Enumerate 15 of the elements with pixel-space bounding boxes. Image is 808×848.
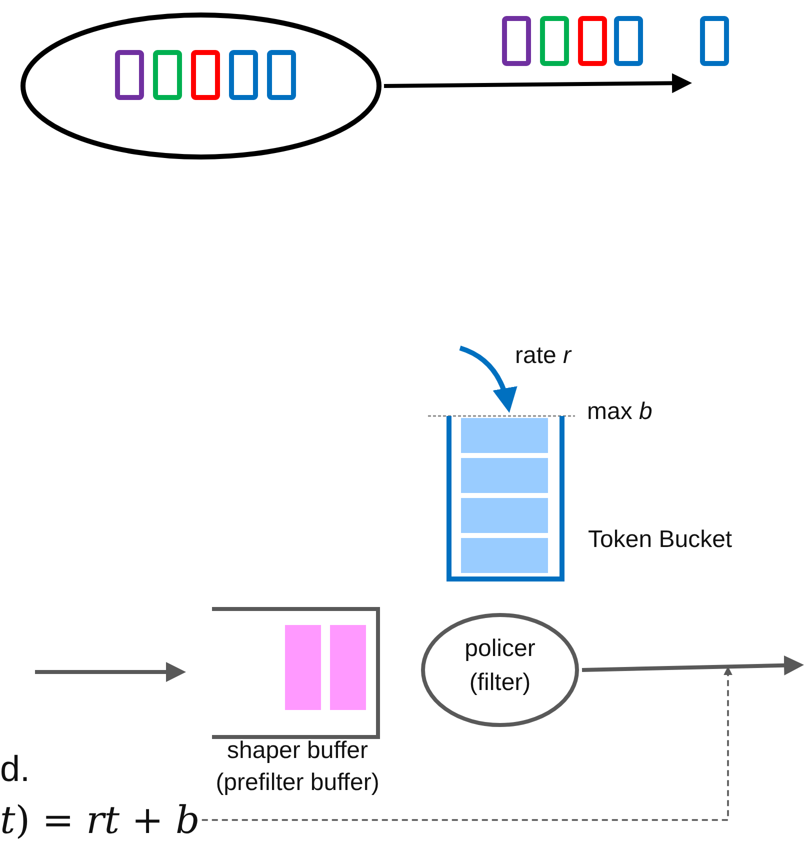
max-label: max b	[587, 398, 652, 426]
dashed-arrow	[202, 666, 732, 821]
caption-text: shaper buffer (prefilter buffer)	[214, 736, 380, 798]
arrow	[582, 655, 804, 676]
formula-text: t) = rt + b	[0, 797, 200, 844]
policer-ellipse	[420, 612, 580, 728]
caption-text: Token Bucket	[588, 526, 732, 554]
curved-arrow	[459, 346, 517, 413]
buffer-box	[212, 607, 380, 739]
arrow	[384, 73, 692, 94]
bucket-drawing	[446, 416, 565, 582]
ellipse-node	[20, 12, 382, 160]
node-label: policer (filter)	[464, 634, 536, 698]
text-fragment: d.	[0, 748, 30, 790]
arrow	[35, 662, 186, 682]
